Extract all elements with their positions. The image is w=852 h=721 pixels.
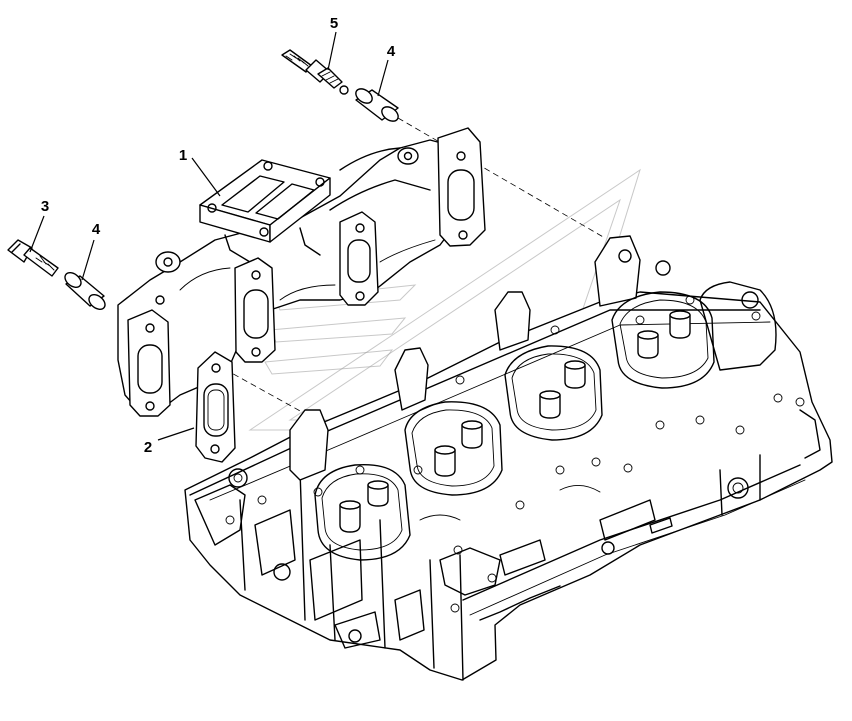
callout-5: 5 [330,15,338,32]
manifold-port-flanges [127,127,486,417]
exhaust-manifold [117,127,486,417]
callout-4-upper: 4 [387,43,396,60]
valve-chambers [314,281,777,561]
callout-labels: 5 4 1 3 4 2 [41,15,396,456]
manifold-bolt [7,239,59,277]
manifold-stud [281,49,349,95]
head-bolt-holes [225,295,805,613]
cylinder-head [184,235,833,681]
spacer-sleeve-left [64,272,106,310]
callout-leaders [29,31,389,441]
callout-3: 3 [41,198,49,215]
callout-4-left: 4 [92,221,101,238]
callout-1: 1 [179,147,187,164]
spacer-sleeve-upper [355,88,399,122]
exhaust-gasket [195,351,236,463]
valve-springs [339,310,691,533]
callout-2: 2 [144,439,152,456]
